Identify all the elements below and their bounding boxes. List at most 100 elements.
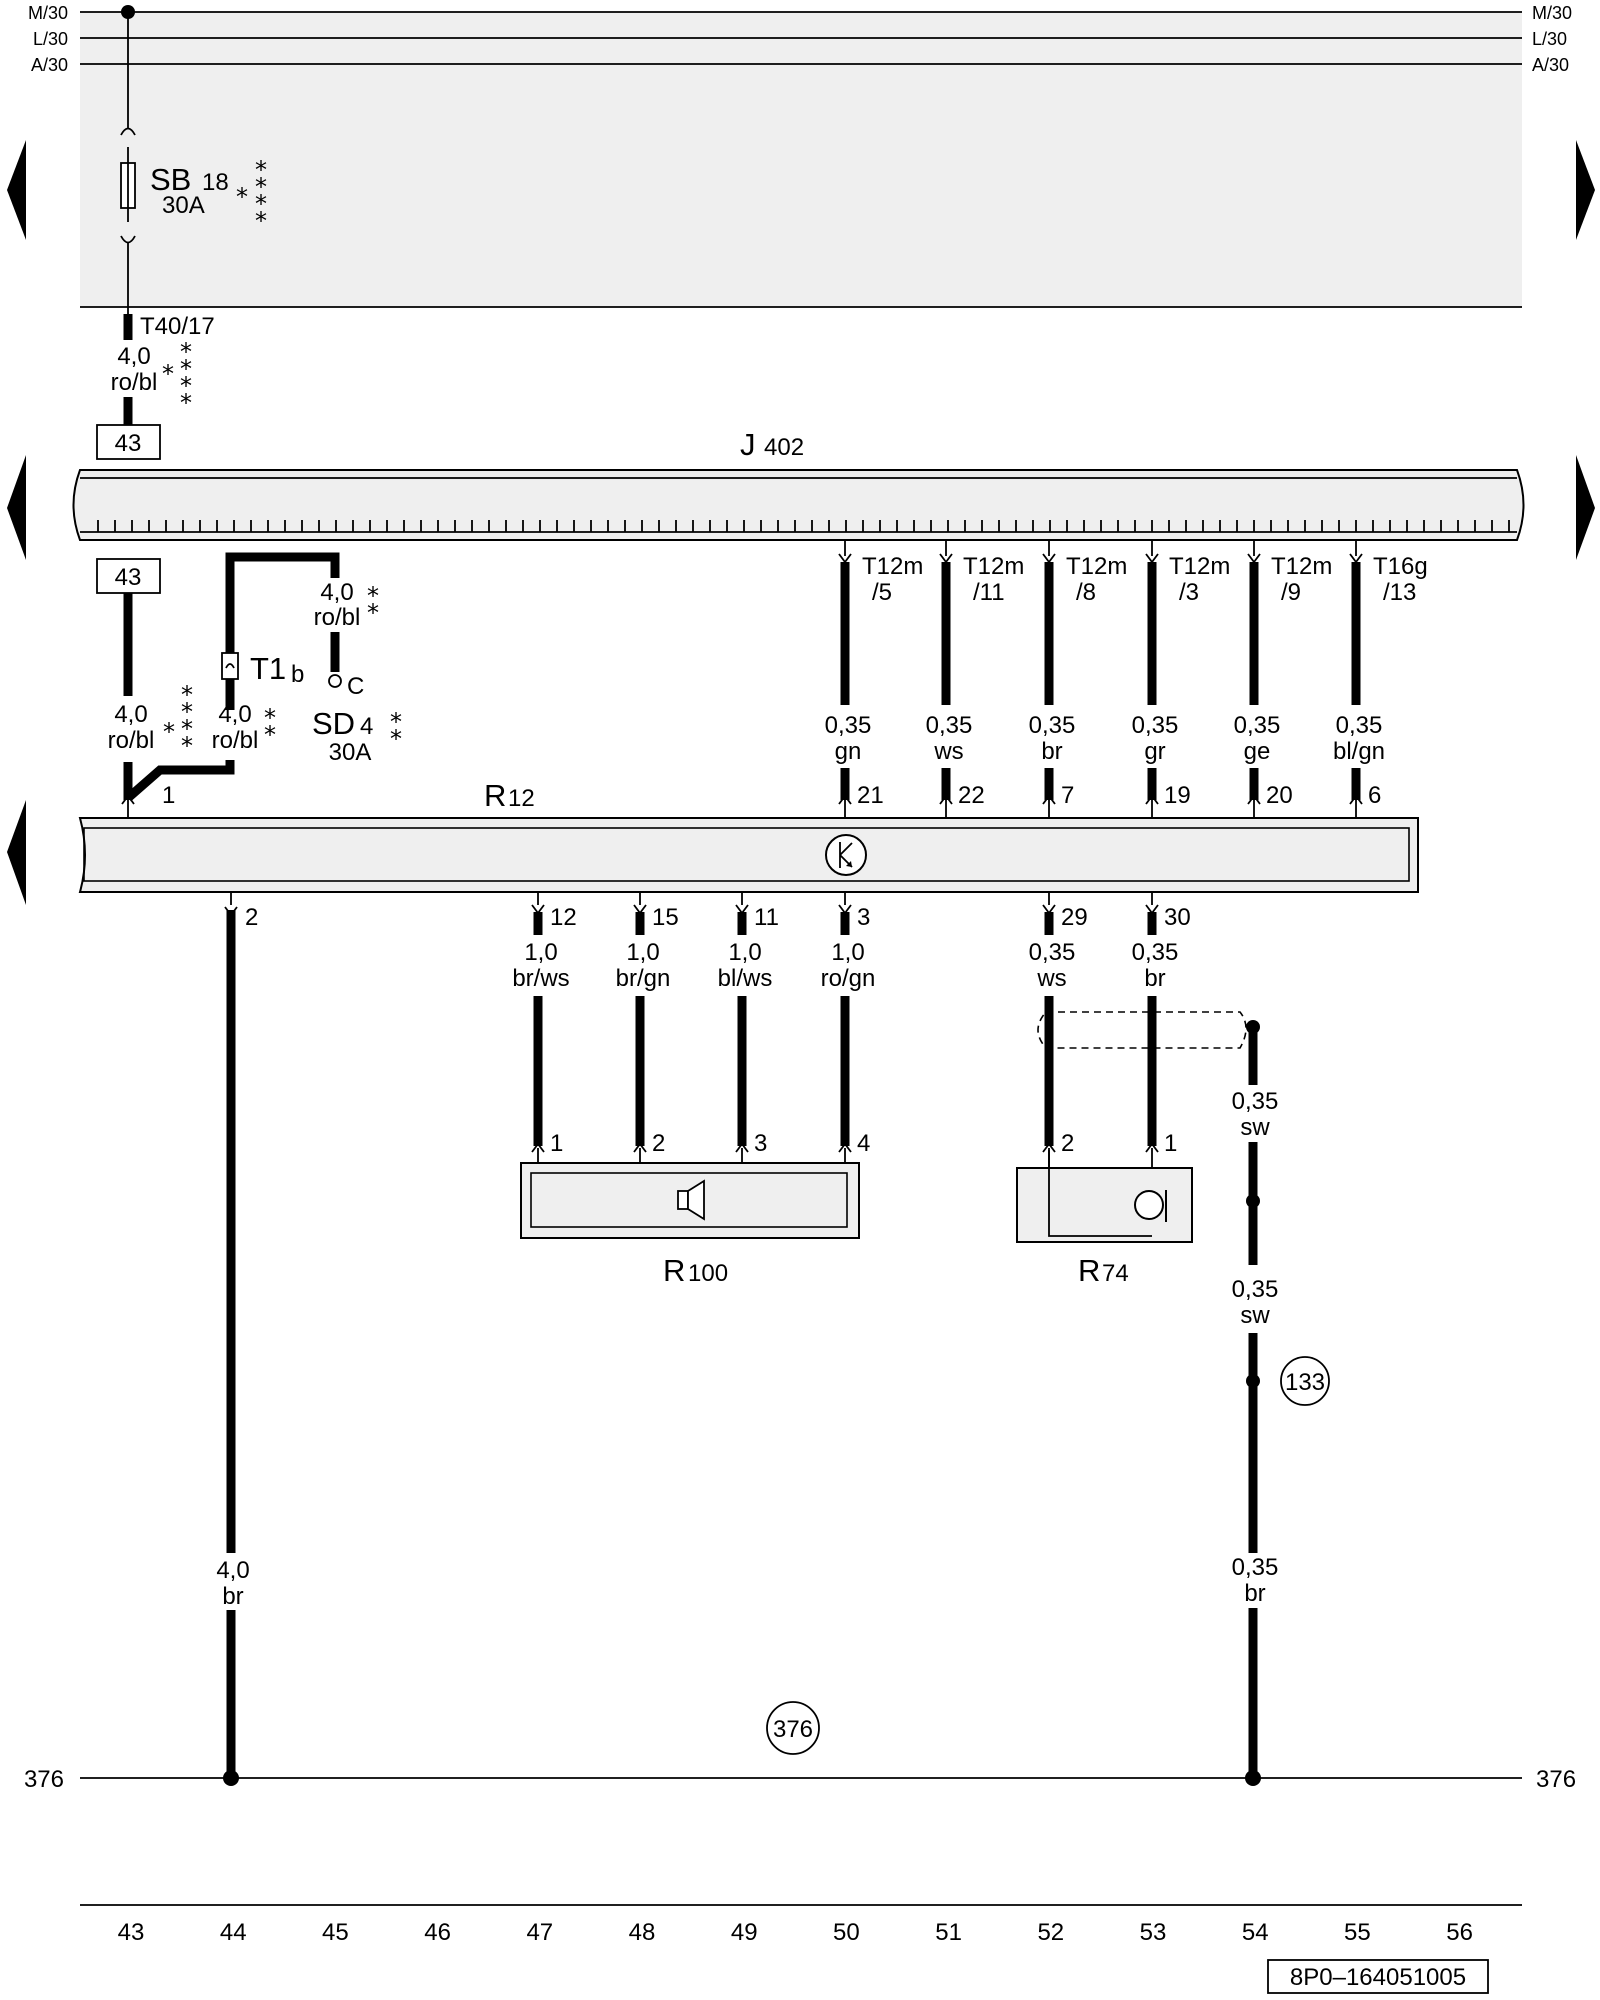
speaker-wire-r12-pin: 15 <box>652 904 679 931</box>
next-page-arrow-icon-j402[interactable] <box>1576 455 1595 560</box>
ground-pin-2: 2 <box>245 904 258 931</box>
ground-wire: 2 4,0 br <box>216 892 258 1786</box>
ref-box-43-bottom-label: 43 <box>115 564 142 591</box>
r100-sub: 100 <box>688 1260 728 1287</box>
t1b-name: T1 <box>250 651 286 686</box>
mic-wire-r74-pin: 2 <box>1061 1130 1074 1157</box>
speaker-wire-color: br/gn <box>616 965 671 992</box>
speaker-icon <box>677 1179 705 1221</box>
can-wire-size: 0,35 <box>1234 712 1281 739</box>
ground-rail-label-left: 376 <box>24 1766 64 1793</box>
fuse-sb-rating: 30A <box>162 192 205 219</box>
ref-circle-133 <box>1280 1356 1330 1406</box>
feed-wire-size: 4,0 <box>117 343 150 370</box>
r74-name: R <box>1078 1253 1100 1288</box>
fuse-sb-stars: **** <box>255 156 267 235</box>
can-wire-color: ge <box>1244 738 1271 765</box>
mic-wire-r74-pin: 1 <box>1164 1130 1177 1157</box>
column-number: 51 <box>935 1919 962 1946</box>
speaker-wire: 31,0ro/gn4 <box>821 892 876 1173</box>
shield-wire: 0,35 sw 0,35 sw 133 0,35 br <box>1037 1011 1330 1786</box>
sd4-sub: 4 <box>360 713 373 740</box>
sd4-pin: C <box>347 673 364 700</box>
prev-page-arrow-icon-r12[interactable] <box>7 800 26 905</box>
can-wire-size: 0,35 <box>825 712 872 739</box>
speaker-wire-group: 121,0br/ws1151,0br/gn2111,0bl/ws331,0ro/… <box>512 892 875 1173</box>
shield-wire-2-color: sw <box>1240 1302 1270 1329</box>
column-number: 50 <box>833 1919 860 1946</box>
speaker-wire-r12-pin: 3 <box>857 904 870 931</box>
mic-wire-size: 0,35 <box>1132 939 1179 966</box>
speaker-wire-r12-pin: 12 <box>550 904 577 931</box>
rail-label-m30-right: M/30 <box>1532 3 1572 23</box>
rail-label-l30: L/30 <box>33 29 68 49</box>
sd4-wire-stars: ** <box>367 582 379 627</box>
speaker-wire-color: ro/gn <box>821 965 876 992</box>
can-wire-color: bl/gn <box>1333 738 1385 765</box>
can-wire-connector: T12m <box>1066 553 1127 580</box>
can-wire-color: gr <box>1144 738 1165 765</box>
r100-name: R <box>663 1253 685 1288</box>
speaker-wire: 121,0br/ws1 <box>512 892 577 1173</box>
fuse-sb18: SB 18 30A * **** <box>120 5 267 314</box>
column-number: 53 <box>1140 1919 1167 1946</box>
amplifier-r12: R 12 <box>78 778 1419 893</box>
can-wire-size: 0,35 <box>1029 712 1076 739</box>
ref-box-43-top-label: 43 <box>115 430 142 457</box>
rail-label-a30: A/30 <box>31 55 68 75</box>
feed-wire-color: ro/bl <box>111 369 158 396</box>
column-number: 45 <box>322 1919 349 1946</box>
j402-sub: 402 <box>764 434 804 461</box>
r12-left-wire-color: ro/bl <box>108 727 155 754</box>
supply-rails: M/30 L/30 A/30 M/30 L/30 A/30 <box>28 3 1572 308</box>
ref-circle-133-label: 133 <box>1285 1369 1325 1396</box>
can-wire-r12-pin: 19 <box>1164 782 1191 809</box>
can-wire-connector: T12m <box>862 553 923 580</box>
ground-rail-label-right: 376 <box>1536 1766 1576 1793</box>
can-wire-connector-pin: /9 <box>1281 579 1301 606</box>
footer-code-box <box>1267 1959 1489 1994</box>
can-wire-r12-pin: 6 <box>1368 782 1381 809</box>
rail-label-l30-right: L/30 <box>1532 29 1567 49</box>
can-wire-size: 0,35 <box>1132 712 1179 739</box>
r12-supply-wire: 43 4,0 ro/bl * **** 1 <box>96 558 193 818</box>
r12-left-wire-size: 4,0 <box>114 701 147 728</box>
can-wire-connector-pin: /13 <box>1383 579 1416 606</box>
ref-box-43-top <box>96 424 161 460</box>
can-wire-connector: T16g <box>1373 553 1428 580</box>
ground-wire-color: br <box>222 1583 243 1610</box>
shield-wire-2-size: 0,35 <box>1232 1276 1279 1303</box>
can-wire-r12-pin: 21 <box>857 782 884 809</box>
sd4-wire-size: 4,0 <box>320 579 353 606</box>
can-wire-connector: T12m <box>963 553 1024 580</box>
column-number: 52 <box>1037 1919 1064 1946</box>
column-number: 47 <box>526 1919 553 1946</box>
speaker-wire: 151,0br/gn2 <box>616 892 679 1173</box>
amplifier-symbol-icon <box>825 834 867 876</box>
column-number: 44 <box>220 1919 247 1946</box>
t1b-wire-stars: ** <box>264 704 276 749</box>
r12-left-wire-marker: * <box>163 718 175 746</box>
prev-page-arrow-icon-j402[interactable] <box>7 455 26 560</box>
speaker-wire-r100-pin: 4 <box>857 1130 870 1157</box>
ground-rail-376: 376 376 376 <box>24 1701 1576 1793</box>
speaker-wire-r100-pin: 2 <box>652 1130 665 1157</box>
column-number: 56 <box>1446 1919 1473 1946</box>
shield-wire-1-color: sw <box>1240 1114 1270 1141</box>
fuse-box-region <box>80 12 1522 307</box>
sd4-stars: ** <box>390 708 402 753</box>
fuse-sb-number: 18 <box>202 169 229 196</box>
speaker-wire-r100-pin: 1 <box>550 1130 563 1157</box>
prev-page-arrow-icon[interactable] <box>7 140 26 240</box>
can-wire-r12-pin: 22 <box>958 782 985 809</box>
next-page-arrow-icon[interactable] <box>1576 140 1595 240</box>
column-number: 43 <box>118 1919 145 1946</box>
shield-wire-3-size: 0,35 <box>1232 1554 1279 1581</box>
feed-wire-marker: * <box>162 360 174 388</box>
